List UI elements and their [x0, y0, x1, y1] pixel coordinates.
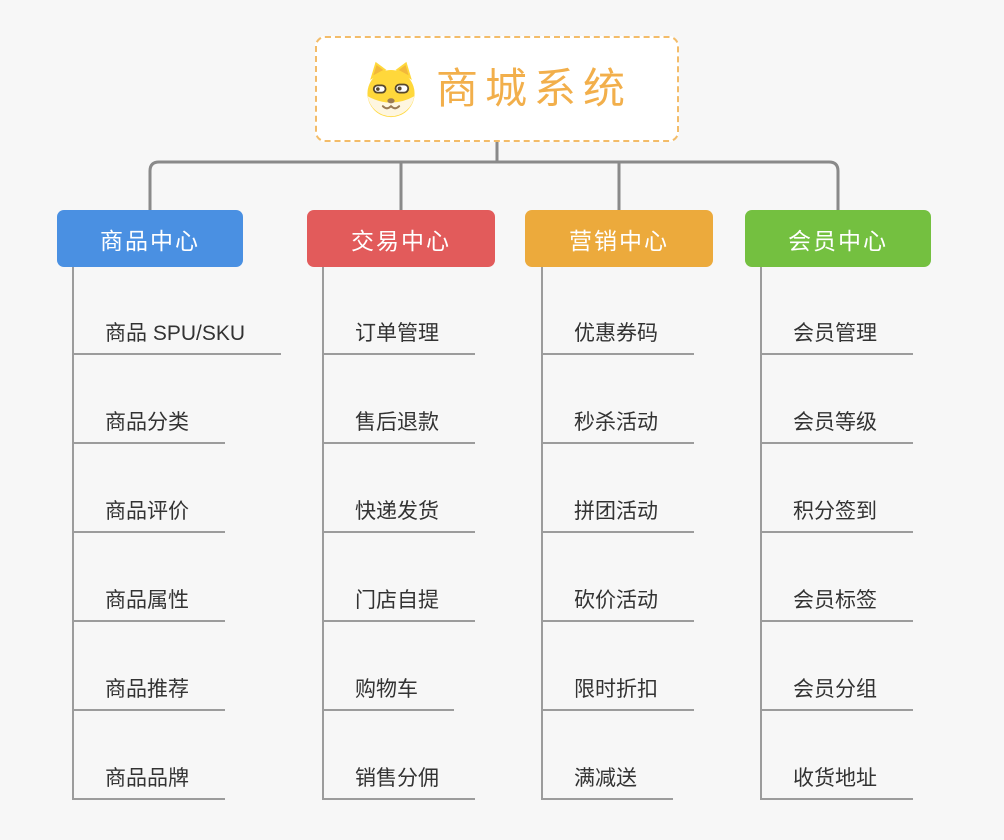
mindmap-node-label: 会员分组: [793, 678, 877, 701]
branch-header-label: 商品中心: [100, 227, 200, 254]
mindmap-node[interactable]: 购物车: [322, 622, 454, 711]
branch-trunk-line: [322, 267, 324, 800]
mindmap-node-label: 商品 SPU/SKU: [105, 322, 246, 345]
mindmap-node-label: 优惠券码: [574, 322, 658, 345]
mindmap-node-label: 限时折扣: [574, 678, 658, 701]
branch-trunk-line: [541, 267, 543, 800]
mindmap-node[interactable]: 商品推荐: [72, 622, 225, 711]
mindmap-node-label: 门店自提: [355, 589, 439, 612]
branch-header-trade-center[interactable]: 交易中心: [307, 210, 495, 267]
mindmap-node[interactable]: 商品 SPU/SKU: [72, 266, 282, 355]
branch-header-label: 会员中心: [788, 227, 888, 254]
branch-trunk-line: [72, 267, 74, 800]
mindmap-node[interactable]: 会员等级: [760, 355, 913, 444]
mindmap-node-label: 快递发货: [355, 500, 439, 523]
mindmap-node-label: 满减送: [574, 767, 637, 790]
branch-header-label: 交易中心: [351, 227, 451, 254]
mindmap-node-label: 积分签到: [793, 500, 877, 523]
dog-face-icon: [367, 61, 415, 118]
mindmap-node[interactable]: 秒杀活动: [541, 355, 694, 444]
mindmap-node-label: 商品品牌: [105, 767, 189, 790]
branch-header-marketing-center[interactable]: 营销中心: [525, 210, 713, 267]
mindmap-node-label: 销售分佣: [355, 767, 439, 790]
mindmap-node[interactable]: 收货地址: [760, 711, 913, 800]
mindmap-node-label: 砍价活动: [574, 589, 658, 612]
branch-header-member-center[interactable]: 会员中心: [745, 210, 931, 267]
mindmap-node[interactable]: 商品分类: [72, 355, 225, 444]
mindmap-node[interactable]: 商品品牌: [72, 711, 225, 800]
mindmap-node-label: 商品推荐: [105, 678, 189, 701]
branch-items-product-center: 商品 SPU/SKU 商品分类商品评价商品属性商品推荐商品品牌: [72, 266, 282, 800]
mindmap-node-label: 商品属性: [105, 589, 189, 612]
mindmap-node-label: 商品评价: [105, 500, 189, 523]
mindmap-node[interactable]: 订单管理: [322, 266, 475, 355]
mindmap-node[interactable]: 商品属性: [72, 533, 225, 622]
mindmap-node[interactable]: 积分签到: [760, 444, 913, 533]
mindmap-node[interactable]: 快递发货: [322, 444, 475, 533]
mindmap-node[interactable]: 门店自提: [322, 533, 475, 622]
mindmap-node-label: 商品分类: [105, 411, 189, 434]
mindmap-node-label: 购物车: [355, 678, 418, 701]
mindmap-node[interactable]: 商品评价: [72, 444, 225, 533]
branch-trunk-line: [760, 267, 762, 800]
branch-header-product-center[interactable]: 商品中心: [57, 210, 243, 267]
mindmap-node[interactable]: 拼团活动: [541, 444, 694, 533]
mindmap-node[interactable]: 会员管理: [760, 266, 913, 355]
mindmap-node-label: 拼团活动: [574, 500, 658, 523]
mindmap-node[interactable]: 优惠券码: [541, 266, 694, 355]
branch-header-label: 营销中心: [569, 227, 669, 254]
branch-items-trade-center: 订单管理售后退款快递发货门店自提购物车销售分佣: [322, 266, 475, 800]
mindmap-node-label: 订单管理: [355, 322, 439, 345]
mindmap-node[interactable]: 会员分组: [760, 622, 913, 711]
mindmap-node-label: 秒杀活动: [574, 411, 658, 434]
root-node-title: 商城系统: [435, 65, 632, 112]
mindmap-node-label: 售后退款: [355, 411, 439, 434]
mindmap-node[interactable]: 限时折扣: [541, 622, 694, 711]
mindmap-node-label: 收货地址: [793, 767, 877, 790]
mindmap-node-label: 会员管理: [793, 322, 877, 345]
branch-items-marketing-center: 优惠券码秒杀活动拼团活动砍价活动限时折扣满减送: [541, 266, 694, 800]
root-node[interactable]: 商城系统: [315, 36, 679, 142]
mindmap-node[interactable]: 会员标签: [760, 533, 913, 622]
branch-items-member-center: 会员管理会员等级积分签到会员标签会员分组收货地址: [760, 266, 913, 800]
mindmap-node[interactable]: 销售分佣: [322, 711, 475, 800]
mindmap-node-label: 会员标签: [793, 589, 877, 612]
mindmap-node[interactable]: 售后退款: [322, 355, 475, 444]
mindmap-node-label: 会员等级: [793, 411, 877, 434]
mindmap-node[interactable]: 砍价活动: [541, 533, 694, 622]
mindmap-node[interactable]: 满减送: [541, 711, 673, 800]
